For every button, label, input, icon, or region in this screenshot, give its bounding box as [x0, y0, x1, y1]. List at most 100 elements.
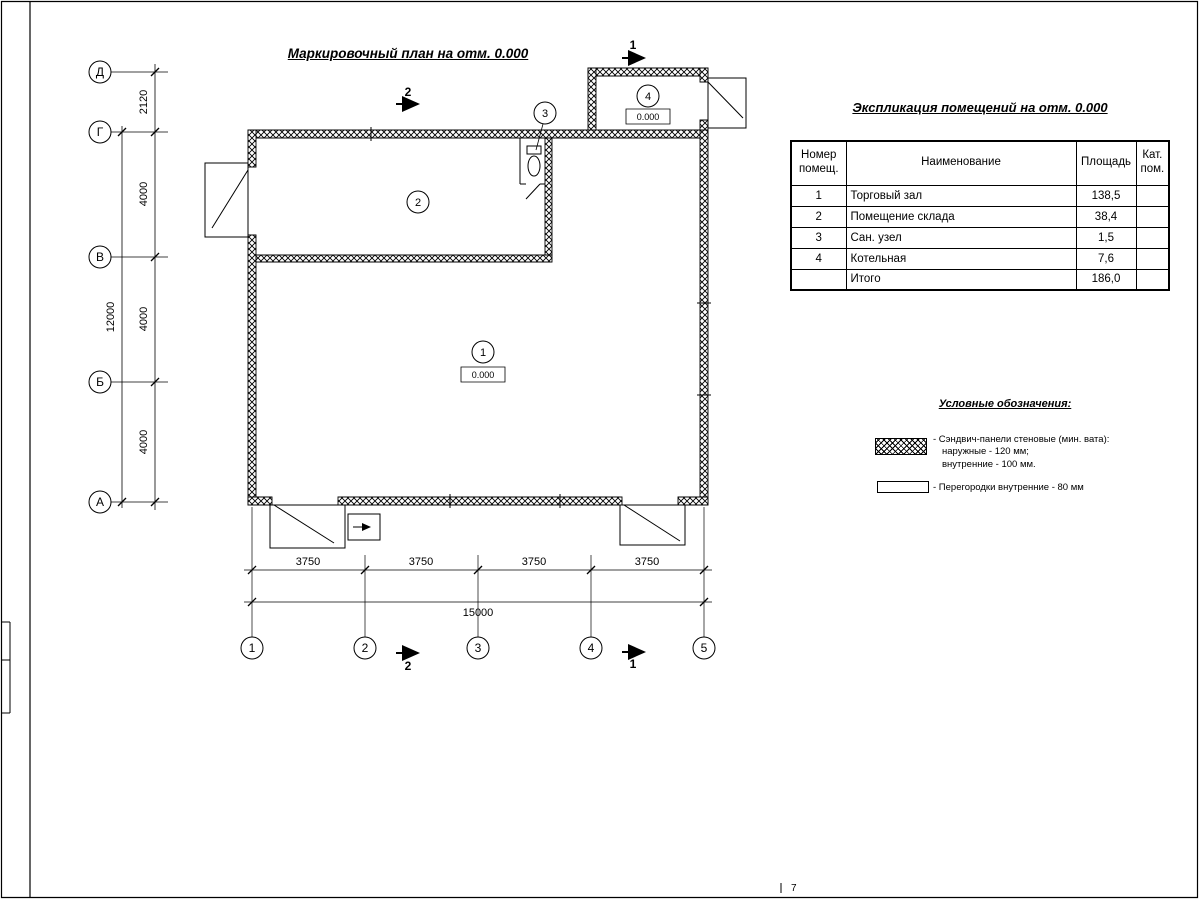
axis-label-d: Д — [96, 65, 104, 79]
cell-room-name: Котельная — [845, 247, 1077, 270]
cell-room-area: 7,6 — [1075, 247, 1137, 270]
dimensions-left — [118, 64, 159, 510]
exterior-walls — [248, 68, 708, 505]
extension-lines-bottom — [252, 507, 704, 637]
wall-bottom-seg1 — [248, 497, 272, 505]
axis-bubbles-left — [89, 61, 111, 513]
room-markers: 2 1 0.000 4 0.000 3 — [407, 85, 670, 382]
section-2-label-bottom: 2 — [405, 659, 412, 673]
legend-sandwich-line2: наружные - 120 мм; — [942, 446, 1029, 458]
room-2-number: 2 — [415, 197, 421, 209]
partition-vertical — [545, 138, 552, 255]
axis-lines-left — [111, 72, 168, 502]
cell-room-category — [1135, 247, 1170, 270]
section-marks — [396, 50, 646, 661]
partition-horizontal — [256, 255, 552, 262]
dim-bottom-4: 3750 — [635, 556, 659, 568]
dim-bottom-1: 3750 — [296, 556, 320, 568]
section-1-label-top: 1 — [630, 38, 637, 52]
dim-left-2: 4000 — [138, 182, 150, 206]
dim-left-1: 2120 — [138, 90, 150, 114]
wall-bottom-seg2 — [338, 497, 622, 505]
cell-total-label: Итого — [845, 268, 1077, 291]
room-1-elevation: 0.000 — [472, 370, 495, 380]
wall-right — [700, 130, 708, 505]
toilet-icon — [527, 146, 541, 176]
dim-bottom-total: 15000 — [463, 607, 494, 619]
wall-bottom-seg3 — [678, 497, 708, 505]
entrance-arrow-symbol — [348, 514, 380, 540]
axis-label-1: 1 — [249, 641, 256, 655]
room-3-number: 3 — [542, 108, 548, 120]
column-header-area: Площадь — [1075, 140, 1137, 186]
room-4-number: 4 — [645, 91, 651, 103]
dimensions-bottom — [244, 566, 712, 606]
dim-left-4: 4000 — [138, 430, 150, 454]
legend-title: Условные обозначения: — [938, 398, 1072, 410]
cell-room-number: 2 — [790, 205, 847, 228]
room-4-elevation: 0.000 — [637, 112, 660, 122]
plan-title: Маркировочный план на отм. 0.000 — [287, 46, 529, 61]
dim-bottom-2: 3750 — [409, 556, 433, 568]
table-row-total: Итого 186,0 — [790, 268, 1170, 291]
table-header-row: Номер помещ. Наименование Площадь Кат. п… — [790, 140, 1170, 186]
dim-left-3: 4000 — [138, 307, 150, 331]
section-2-label-top: 2 — [405, 85, 412, 99]
axis-bubbles-bottom — [241, 637, 715, 659]
wall-left-lower — [248, 235, 256, 505]
cell-room-name: Торговый зал — [845, 184, 1077, 207]
door-annex-right — [708, 78, 746, 128]
table-row: 2 Помещение склада 38,4 — [790, 205, 1170, 228]
annex-wall-right-upper — [700, 68, 708, 82]
column-header-category-line1: Кат. — [1142, 149, 1163, 162]
door-left-leaf — [212, 170, 248, 228]
door-bottom-left — [270, 505, 345, 548]
cell-total-area: 186,0 — [1075, 268, 1137, 291]
door-bottom-right — [620, 505, 685, 545]
column-header-number: Номер помещ. — [790, 140, 847, 186]
cell-room-number: 3 — [790, 226, 847, 249]
interior-walls — [256, 138, 552, 262]
door-left — [205, 163, 248, 237]
cell-room-area: 1,5 — [1075, 226, 1137, 249]
column-header-number-line1: Номер — [801, 149, 837, 162]
wall-top — [248, 130, 708, 138]
wc-partitions — [520, 138, 545, 199]
cell-room-area: 38,4 — [1075, 205, 1137, 228]
axis-label-v: В — [96, 250, 104, 264]
annex-wall-right-lower — [700, 120, 708, 130]
cell-room-name: Помещение склада — [845, 205, 1077, 228]
legend-partition-swatch — [877, 481, 929, 493]
cell-room-area: 138,5 — [1075, 184, 1137, 207]
column-header-category: Кат. пом. — [1135, 140, 1170, 186]
door-annex-leaf — [708, 82, 743, 118]
annex-wall-left — [588, 68, 596, 130]
axis-label-2: 2 — [362, 641, 369, 655]
legend-sandwich-panel-label: - Сэндвич-панели стеновые (мин. вата): н… — [933, 434, 1163, 471]
axis-label-3: 3 — [475, 641, 482, 655]
doors — [205, 78, 746, 548]
cell-room-name: Сан. узел — [845, 226, 1077, 249]
table-row: 4 Котельная 7,6 — [790, 247, 1170, 270]
cell-room-number — [790, 268, 847, 291]
cell-room-category — [1135, 226, 1170, 249]
column-header-name: Наименование — [845, 140, 1077, 186]
table-row: 1 Торговый зал 138,5 — [790, 184, 1170, 207]
explication-table: Номер помещ. Наименование Площадь Кат. п… — [790, 140, 1171, 291]
axis-label-a: А — [96, 495, 104, 509]
cell-room-category — [1135, 268, 1170, 291]
wall-left-upper — [248, 130, 256, 167]
dim-left-total: 12000 — [105, 302, 117, 333]
cell-room-category — [1135, 184, 1170, 207]
table-row: 3 Сан. узел 1,5 — [790, 226, 1170, 249]
legend-sandwich-line3: внутренние - 100 мм. — [942, 458, 1036, 470]
column-header-number-line2: помещ. — [798, 163, 839, 176]
room-1-number: 1 — [480, 347, 486, 359]
axis-label-b: Б — [96, 375, 104, 389]
wc-door-leaf — [526, 184, 540, 199]
cell-room-number: 4 — [790, 247, 847, 270]
legend-partition-label: - Перегородки внутренние - 80 мм — [933, 482, 1084, 493]
